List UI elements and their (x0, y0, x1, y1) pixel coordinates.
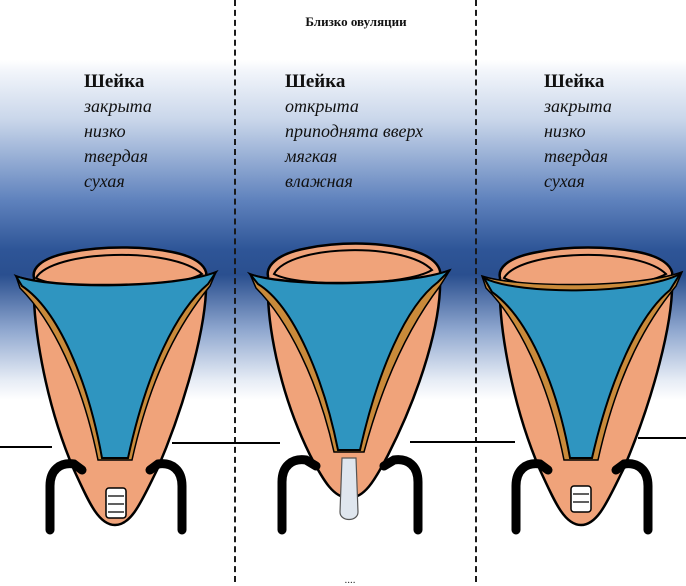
column-1-line-1: закрыта (84, 96, 152, 116)
uterine-cavity (13, 269, 219, 459)
cervical-mucus (339, 457, 359, 521)
column-2-line-3: мягкая (285, 146, 338, 166)
closed-os-marks (573, 493, 589, 503)
footer-text: .... (344, 574, 356, 586)
column-3-text: Шейка закрыта низко твердая сухая (544, 70, 612, 194)
closed-os-plug (105, 487, 127, 519)
vaginal-wall-left (277, 455, 321, 535)
column-1-title: Шейка (84, 71, 145, 92)
column-3-line-2: низко (544, 121, 586, 141)
vaginal-wall-right (379, 455, 423, 535)
cervix-figure-closed-left (13, 246, 219, 535)
header-title: Близко овуляции (305, 14, 407, 29)
divider-right (475, 0, 477, 582)
column-1-text: Шейка закрыта низко твердая сухая (84, 70, 152, 194)
column-2-line-2: приподнята вверх (285, 121, 424, 141)
vaginal-wall-left (45, 459, 87, 535)
column-3-line-3: твердая (544, 146, 609, 166)
column-1-line-3: твердая (84, 146, 149, 166)
cervix-figure-closed-right (480, 246, 684, 535)
column-2-line-4: влажная (285, 171, 353, 191)
divider-left (234, 0, 236, 582)
uterine-cavity (481, 271, 683, 459)
vaginal-wall-left (511, 459, 553, 535)
column-1-line-4: сухая (84, 171, 125, 191)
closed-os-marks (108, 495, 124, 513)
column-3-title: Шейка (544, 71, 605, 92)
column-2-title: Шейка (285, 71, 346, 92)
column-1-line-2: низко (84, 121, 126, 141)
vaginal-wall-right (611, 459, 653, 535)
column-3-line-4: сухая (544, 171, 585, 191)
uterine-cavity (246, 269, 451, 451)
column-3-line-1: закрыта (544, 96, 612, 116)
cervix-figure-open-middle (246, 242, 452, 535)
vaginal-wall-right (145, 459, 187, 535)
column-2-line-1: открыта (285, 96, 359, 116)
closed-os-plug (570, 485, 592, 513)
column-2-text: Шейка открыта приподнята вверх мягкая вл… (285, 70, 423, 194)
